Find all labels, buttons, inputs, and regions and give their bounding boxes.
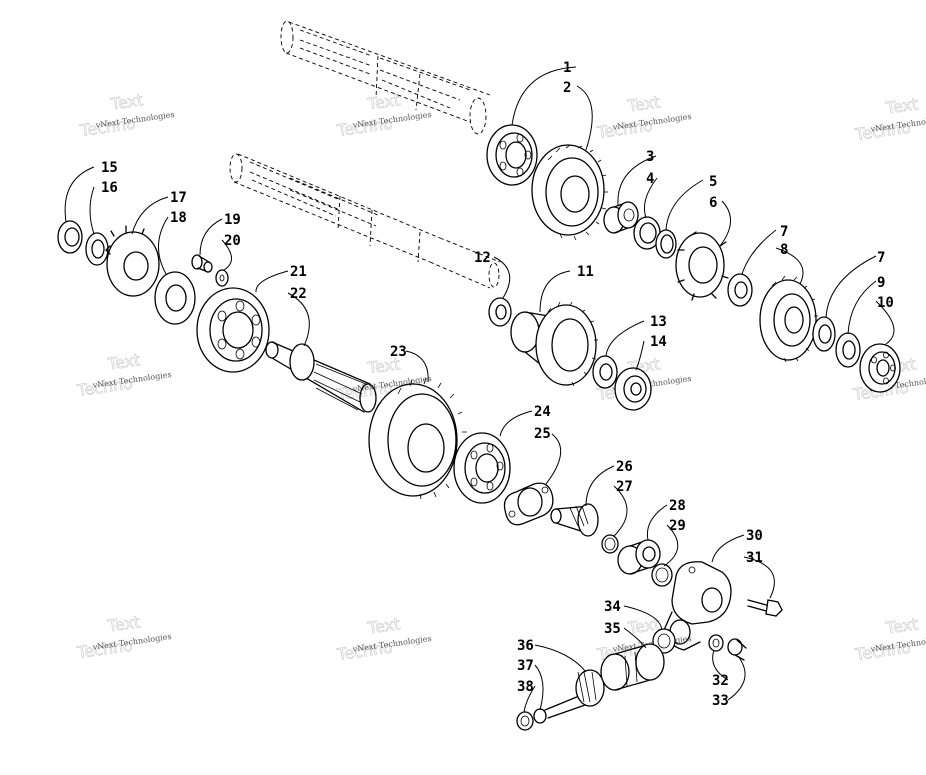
part-gear-11 <box>510 301 598 387</box>
part-label-18: 18 <box>170 210 187 226</box>
part-label-19: 19 <box>224 212 241 228</box>
part-pinion-36 <box>544 669 605 719</box>
part-collar-6 <box>675 231 729 301</box>
upper-shaft <box>280 20 491 135</box>
watermark-ghost: Text <box>109 90 145 113</box>
watermark-ghost: Text <box>884 94 920 117</box>
part-label-23: 23 <box>390 344 407 360</box>
part-clip-37 <box>533 708 547 724</box>
part-screw-33 <box>727 638 747 661</box>
part-washer-9 <box>835 332 861 368</box>
watermark-ghost: Text <box>106 612 142 635</box>
part-label-7b: 7 <box>877 250 885 266</box>
part-label-2: 2 <box>563 80 571 96</box>
part-label-22: 22 <box>290 286 307 302</box>
part-label-36: 36 <box>517 638 534 654</box>
watermark-ghost: Text <box>626 92 662 115</box>
part-label-8: 8 <box>780 242 788 258</box>
part-label-10: 10 <box>877 295 894 311</box>
part-label-4: 4 <box>646 171 654 187</box>
part-bearing-21 <box>196 287 270 373</box>
watermark-ghost: Text <box>884 614 920 637</box>
part-washer-18 <box>154 271 196 325</box>
part-ring-5 <box>655 229 677 259</box>
part-worm-26 <box>550 503 599 537</box>
watermark-ghost: Text <box>106 350 142 373</box>
part-bushing-3 <box>603 201 639 234</box>
part-washer-38 <box>516 711 534 731</box>
part-bearing-14 <box>614 367 652 411</box>
part-gear-2 <box>531 144 608 241</box>
part-label-21: 21 <box>290 264 307 280</box>
part-label-27: 27 <box>616 479 633 495</box>
part-label-29: 29 <box>669 518 686 534</box>
part-label-38: 38 <box>517 679 534 695</box>
part-washer-7b <box>812 316 836 352</box>
part-sleeve-35 <box>600 643 665 691</box>
part-housing-30 <box>663 561 732 651</box>
part-label-1: 1 <box>563 60 571 76</box>
part-label-9: 9 <box>877 275 885 291</box>
part-label-3: 3 <box>646 149 654 165</box>
part-label-11: 11 <box>577 264 594 280</box>
part-label-16: 16 <box>101 180 118 196</box>
part-label-17: 17 <box>170 190 187 206</box>
part-label-31: 31 <box>746 550 763 566</box>
part-label-13: 13 <box>650 314 667 330</box>
part-ring-12 <box>488 297 512 327</box>
part-label-14: 14 <box>650 334 667 350</box>
part-washer-32 <box>708 634 724 652</box>
part-label-5: 5 <box>709 174 717 190</box>
part-oring-27 <box>601 534 619 554</box>
part-plate-17 <box>105 225 160 297</box>
part-seal-15 <box>57 220 83 254</box>
part-label-12: 12 <box>474 250 491 266</box>
part-bearing-24 <box>453 432 511 504</box>
part-label-24: 24 <box>534 404 551 420</box>
part-label-30: 30 <box>746 528 763 544</box>
part-washer-16 <box>85 232 109 266</box>
part-washer-7a <box>727 273 753 307</box>
lower-shaft <box>229 153 501 289</box>
part-label-28: 28 <box>669 498 686 514</box>
part-bearing-10 <box>859 343 901 393</box>
part-label-25: 25 <box>534 426 551 442</box>
part-labels: 1 2 3 4 5 6 7 8 7 9 10 11 12 13 14 15 16… <box>101 60 894 709</box>
part-label-26: 26 <box>616 459 633 475</box>
part-bolt-31 <box>747 599 783 617</box>
part-shaft-22 <box>265 341 377 413</box>
part-lockwasher-4 <box>633 216 661 250</box>
part-bearing-1 <box>486 124 538 186</box>
watermark-ghost: Text <box>366 90 402 113</box>
leader-lines <box>64 66 895 713</box>
part-label-20: 20 <box>224 233 241 249</box>
part-label-7: 7 <box>780 224 788 240</box>
watermark-ghost: Text <box>366 614 402 637</box>
part-gasket-25 <box>503 482 554 526</box>
part-screw-19 <box>191 254 213 273</box>
part-label-6: 6 <box>709 195 717 211</box>
part-label-33: 33 <box>712 693 729 709</box>
part-label-34: 34 <box>604 599 621 615</box>
part-label-37: 37 <box>517 658 534 674</box>
part-washer-13 <box>592 355 618 389</box>
part-gear-8 <box>759 275 818 363</box>
part-label-15: 15 <box>101 160 118 176</box>
part-washer-20 <box>215 269 229 287</box>
part-label-35: 35 <box>604 621 621 637</box>
part-oring-29 <box>651 563 673 587</box>
part-gear-23 <box>368 377 468 500</box>
part-label-32: 32 <box>712 673 729 689</box>
